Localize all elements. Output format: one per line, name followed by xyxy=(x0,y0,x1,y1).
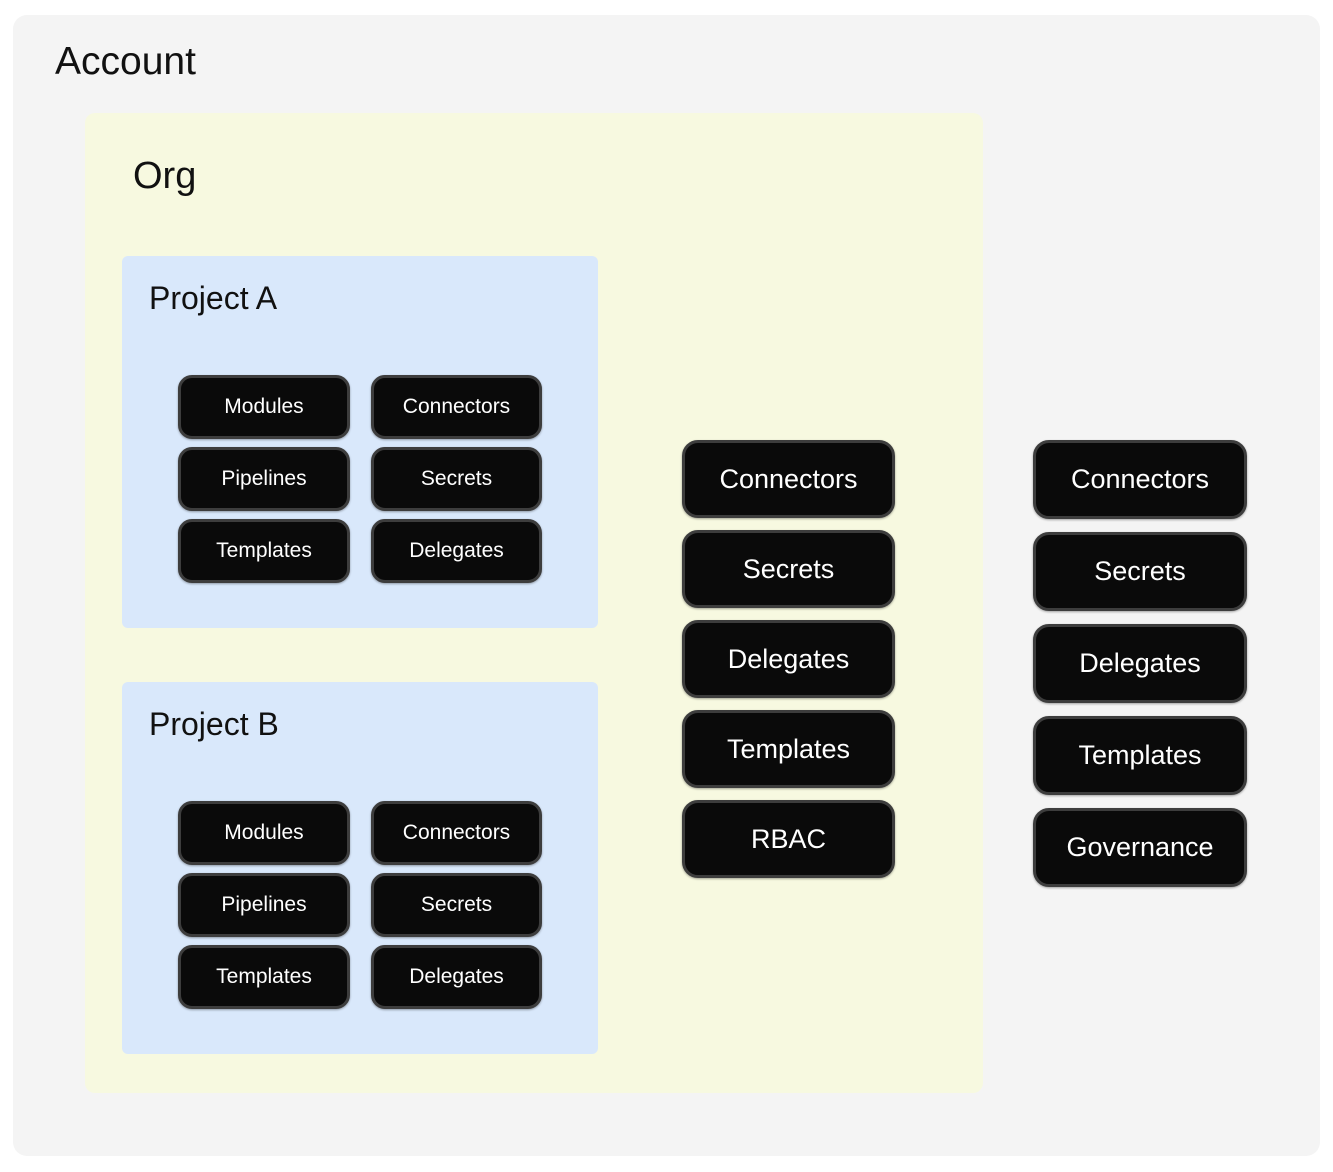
project-a-node-modules: Modules xyxy=(178,375,350,439)
project-b-title: Project B xyxy=(149,706,279,742)
project-b-node-modules: Modules xyxy=(178,801,350,865)
project-a-node-pipelines: Pipelines xyxy=(178,447,350,511)
org-container: Org Project A Modules Connectors Pipelin… xyxy=(85,113,983,1093)
org-resource-list: Connectors Secrets Delegates Templates R… xyxy=(682,440,895,878)
project-b-node-pipelines: Pipelines xyxy=(178,873,350,937)
project-a-node-grid: Modules Connectors Pipelines Secrets Tem… xyxy=(178,375,542,583)
account-title: Account xyxy=(55,40,196,83)
org-title: Org xyxy=(133,155,197,197)
project-a-node-secrets: Secrets xyxy=(371,447,542,511)
account-resource-list: Connectors Secrets Delegates Templates G… xyxy=(1033,440,1247,887)
account-node-secrets: Secrets xyxy=(1033,532,1247,611)
account-node-templates: Templates xyxy=(1033,716,1247,795)
project-b-node-grid: Modules Connectors Pipelines Secrets Tem… xyxy=(178,801,542,1009)
org-node-rbac: RBAC xyxy=(682,800,895,878)
project-a-title: Project A xyxy=(149,280,278,316)
org-node-templates: Templates xyxy=(682,710,895,788)
project-a-container: Project A Modules Connectors Pipelines S… xyxy=(122,256,598,628)
org-node-connectors: Connectors xyxy=(682,440,895,518)
project-a-node-templates: Templates xyxy=(178,519,350,583)
account-node-delegates: Delegates xyxy=(1033,624,1247,703)
project-b-container: Project B Modules Connectors Pipelines S… xyxy=(122,682,598,1054)
project-b-node-connectors: Connectors xyxy=(371,801,542,865)
project-a-node-connectors: Connectors xyxy=(371,375,542,439)
account-container: Account Org Project A Modules Connectors… xyxy=(13,15,1320,1156)
account-node-governance: Governance xyxy=(1033,808,1247,887)
account-node-connectors: Connectors xyxy=(1033,440,1247,519)
org-node-delegates: Delegates xyxy=(682,620,895,698)
project-b-node-secrets: Secrets xyxy=(371,873,542,937)
project-b-node-delegates: Delegates xyxy=(371,945,542,1009)
project-a-node-delegates: Delegates xyxy=(371,519,542,583)
project-b-node-templates: Templates xyxy=(178,945,350,1009)
org-node-secrets: Secrets xyxy=(682,530,895,608)
